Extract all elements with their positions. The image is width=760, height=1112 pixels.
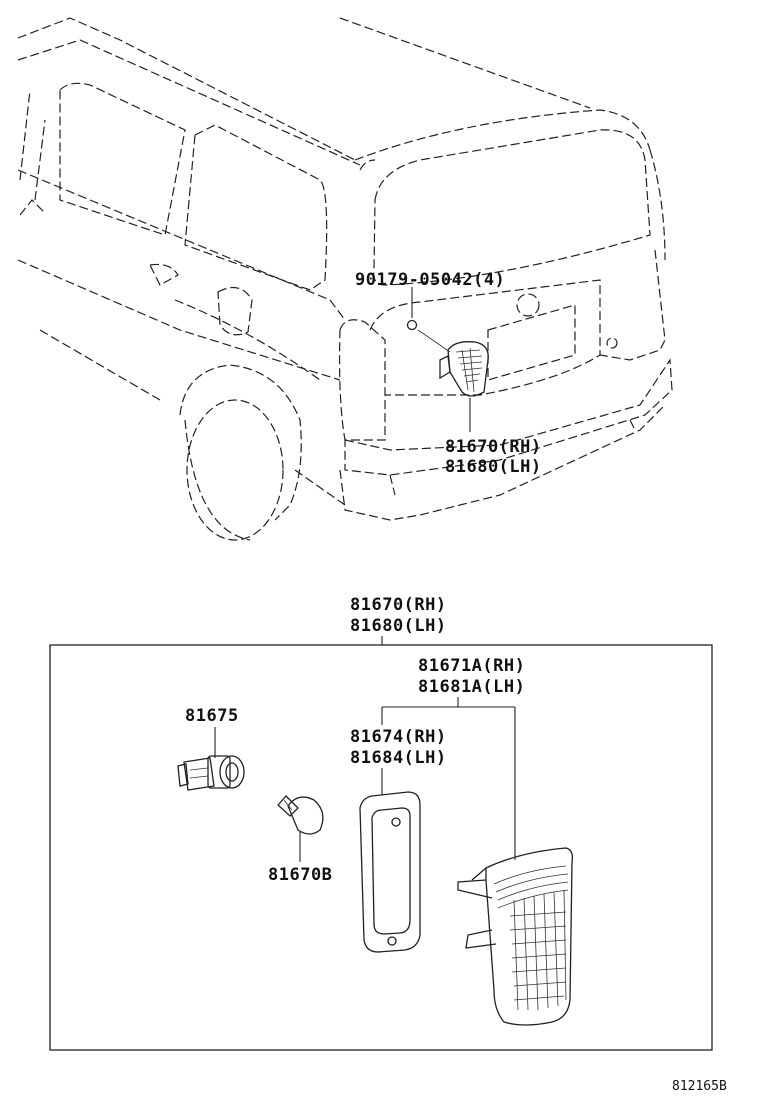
lens-part-label-rh: 81671A(RH) [418,656,525,676]
bulb-part-label: 81670B [268,865,332,885]
exploded-assembly-label-lh: 81680(LH) [350,616,447,636]
vehicle-marker-lamp [439,341,489,397]
vehicle-screw [406,319,418,331]
gasket-part-label-rh: 81674(RH) [350,727,447,747]
marker-lamp-lens [457,847,574,1026]
assembly-part-label-lh: 81680(LH) [445,457,542,477]
diagram-code: 812165B [672,1079,727,1094]
wedge-bulb [277,795,324,835]
lens-part-label-lh: 81681A(LH) [418,677,525,697]
bulb-socket [177,755,245,791]
socket-part-label: 81675 [185,706,239,726]
parts-frame [49,644,713,1051]
lamp-gasket [359,791,421,953]
gasket-part-label-lh: 81684(LH) [350,748,447,768]
bolt-part-label: 90179-05042(4) [355,270,505,290]
vehicle-illustration [17,17,673,541]
exploded-assembly-label-rh: 81670(RH) [350,595,447,615]
assembly-part-label-rh: 81670(RH) [445,437,542,457]
